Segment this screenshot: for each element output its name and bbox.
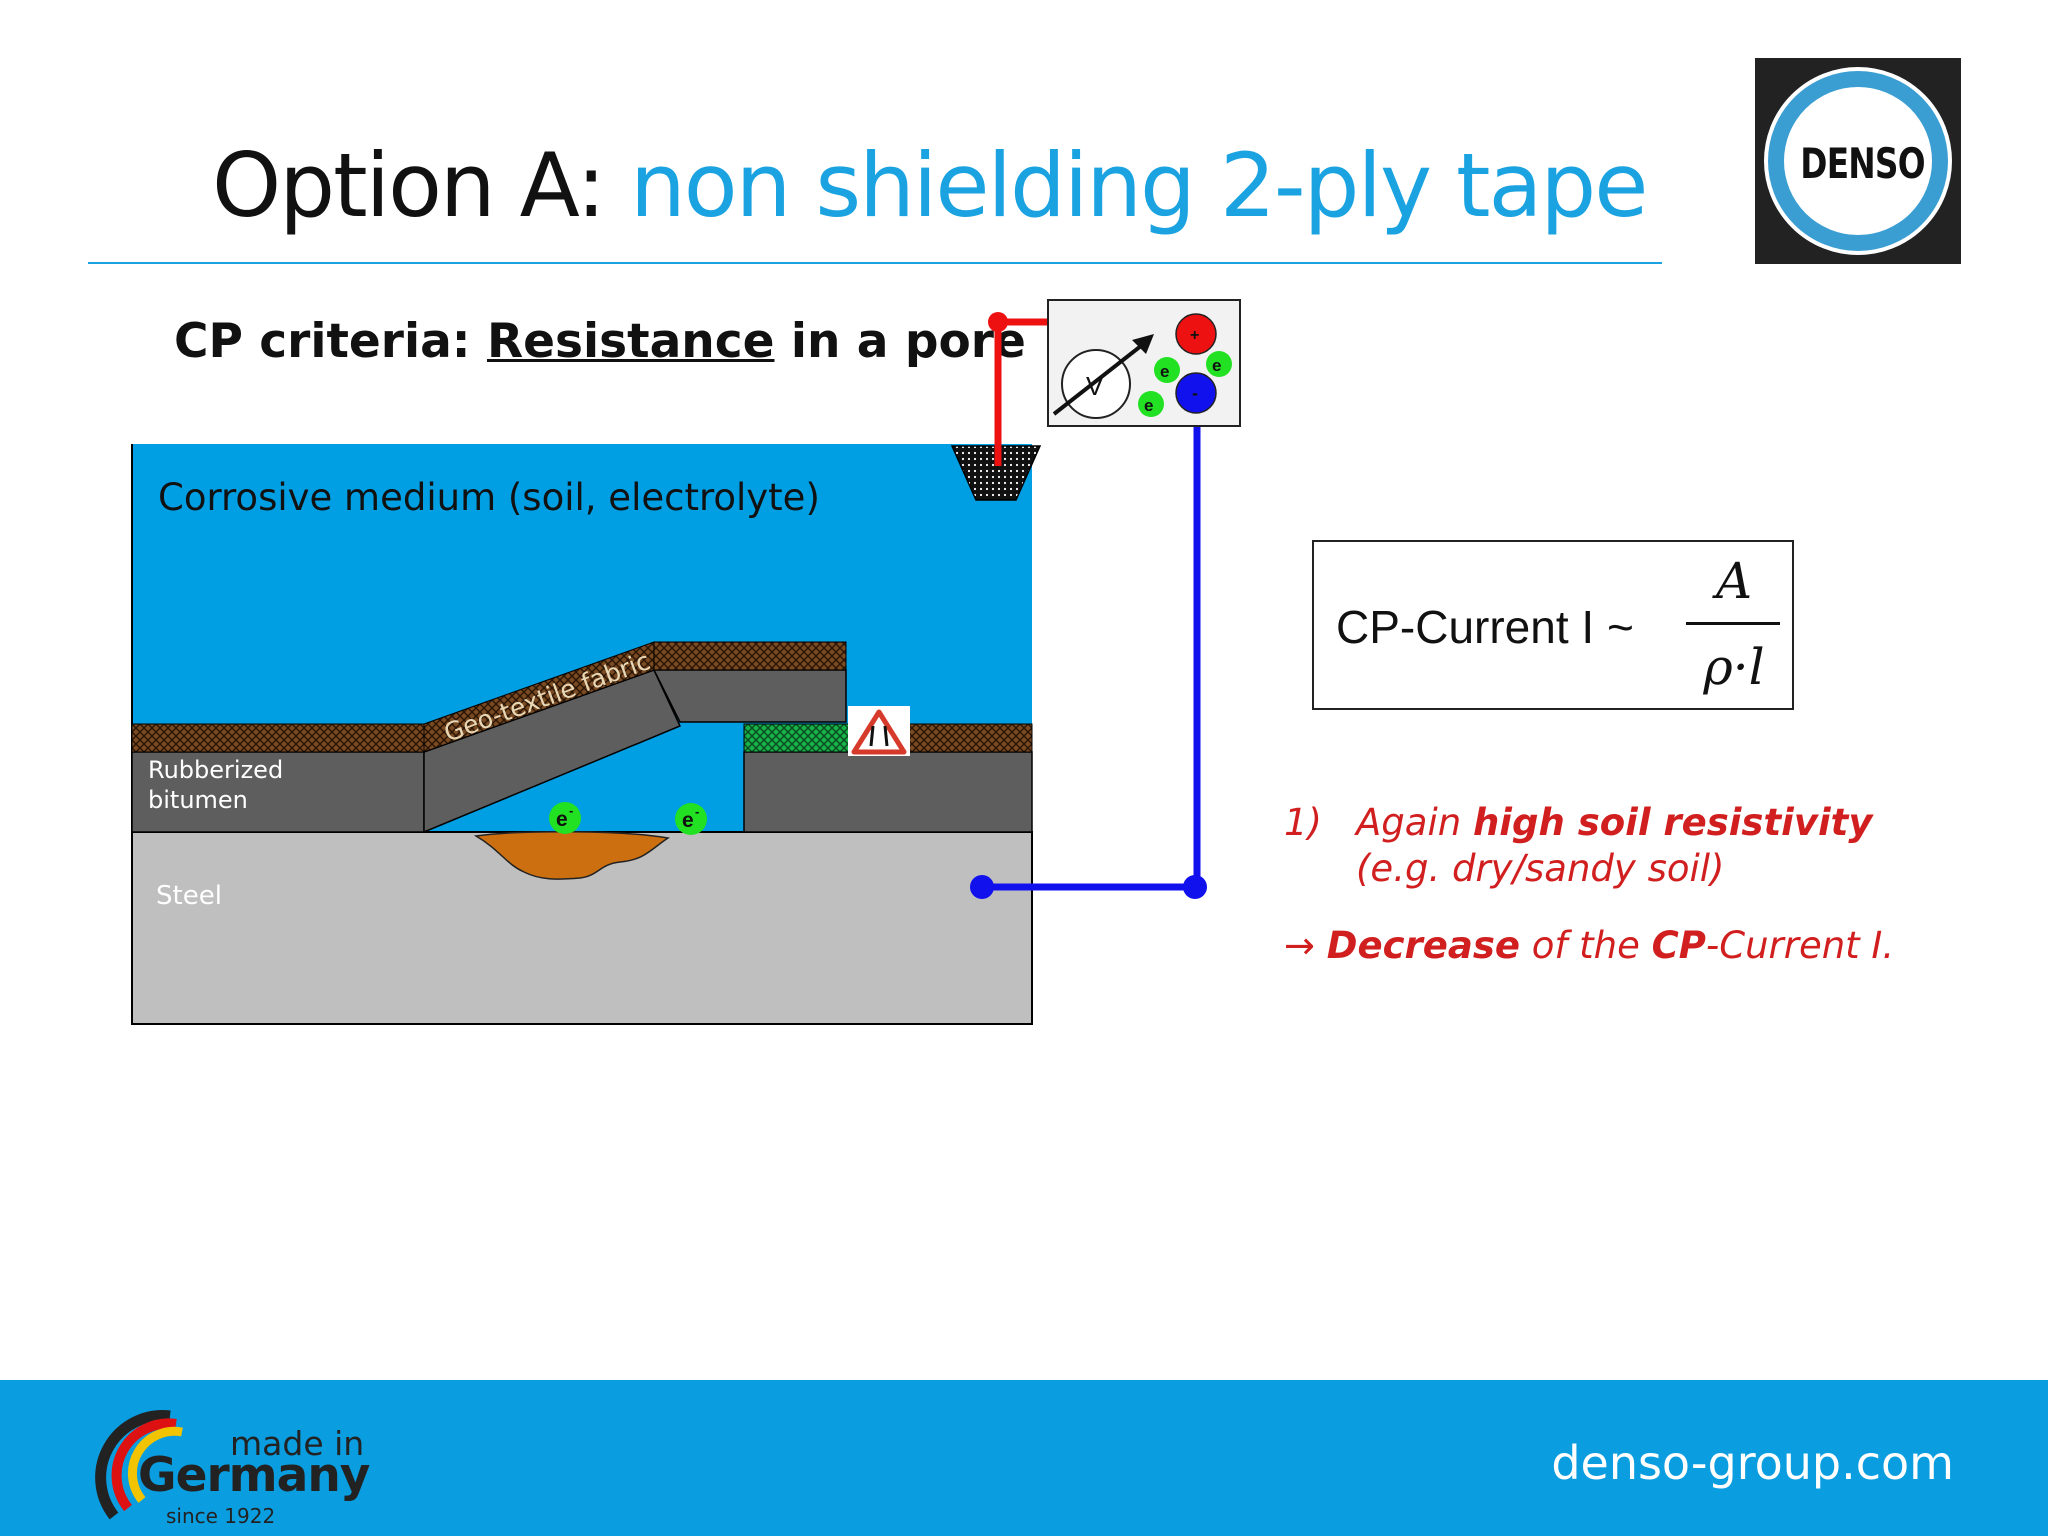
made-in-germany-logo: made in Germany since 1922 [84, 1404, 384, 1528]
notes: 1) Again high soil resistivity (e.g. dry/… [1284, 800, 1894, 969]
conclusion-arrow: → [1284, 923, 1327, 967]
formula-lhs: CP-Current I ~ [1336, 601, 1634, 653]
conclusion-end: -Current I. [1705, 923, 1895, 967]
negative-terminal: - [1175, 372, 1217, 414]
corrosion-spot [473, 830, 670, 880]
subtitle-post: in a pore [774, 314, 1026, 369]
germany-text: Germany [138, 1448, 370, 1503]
fabric-right [907, 723, 1033, 753]
fraction-bar [1686, 622, 1780, 625]
since-text: since 1922 [166, 1504, 276, 1528]
website-link[interactable]: denso-group.com [1551, 1436, 1954, 1490]
electron-charge: - [695, 804, 699, 819]
cp-current-formula: CP-Current I ~ A ρ·l [1312, 540, 1794, 710]
electron: e [1138, 391, 1164, 417]
electron-symbol: e [682, 809, 694, 832]
formula-denominator: ρ·l [1703, 638, 1765, 696]
bitumen-label-2: bitumen [148, 786, 248, 814]
electron-symbol: e [1160, 362, 1169, 381]
reference-electrode [950, 445, 1042, 501]
medium-label: Corrosive medium (soil, electrolyte) [158, 476, 820, 519]
note-bold: high soil resistivity [1472, 801, 1873, 844]
title-divider [88, 262, 1662, 264]
note-number: 1) [1284, 801, 1322, 844]
denso-logo: DENSO [1755, 58, 1961, 264]
note-conclusion: → Decrease of the CP-Current I. [1284, 923, 1894, 969]
electron: e [1154, 357, 1180, 383]
lifted-tape-top [652, 669, 847, 723]
electron-symbol: e [556, 808, 568, 831]
made-in-text: made in [230, 1424, 365, 1463]
electron-charge: - [569, 803, 573, 818]
conclusion-bold-2: CP [1651, 923, 1706, 967]
title-highlight: non shielding 2-ply tape [629, 134, 1648, 237]
note-subtext: (e.g. dry/sandy soil) [1356, 847, 1725, 891]
subtitle-pre: CP criteria: [174, 314, 487, 369]
minus-label: - [1192, 383, 1198, 403]
blue-wire-junction [1183, 875, 1207, 899]
note-item: 1) Again high soil resistivity [1284, 800, 1894, 846]
note-pre: Again [1356, 801, 1473, 844]
title-prefix: Option A: [212, 134, 606, 237]
bitumen-label-1: Rubberized [148, 756, 283, 784]
electron: e - [675, 803, 707, 835]
red-wire-junction [988, 312, 1008, 332]
germany-flag-arc-icon [95, 1410, 183, 1520]
logo-ring: DENSO [1764, 67, 1952, 255]
subtitle-underlined: Resistance [486, 314, 775, 369]
logo-center: DENSO [1784, 87, 1932, 235]
conclusion-bold-1: Decrease [1326, 923, 1520, 967]
pipe-connection-point [970, 875, 994, 899]
electron: e - [549, 802, 581, 834]
footer-bar [0, 1380, 2048, 1536]
plus-label: + [1190, 327, 1199, 344]
slide-title: Option A: non shielding 2-ply tape [212, 137, 1648, 235]
steel-label: Steel [156, 881, 222, 911]
electron: e [1206, 351, 1232, 377]
positive-terminal: + [1175, 313, 1217, 355]
conclusion-mid: of the [1519, 923, 1652, 967]
warning-sign [848, 706, 910, 756]
formula-numerator: A [1715, 552, 1753, 610]
fabric-top [653, 641, 847, 671]
electron-symbol: e [1212, 356, 1221, 375]
voltmeter: V + - e e e [1047, 299, 1241, 427]
bitumen-right [743, 751, 1033, 833]
fabric-left [131, 723, 425, 753]
logo-text: DENSO [1800, 139, 1925, 188]
electron-symbol: e [1144, 396, 1153, 415]
subtitle: CP criteria: Resistance in a pore [174, 314, 1026, 369]
green-fabric-segment [743, 723, 851, 753]
